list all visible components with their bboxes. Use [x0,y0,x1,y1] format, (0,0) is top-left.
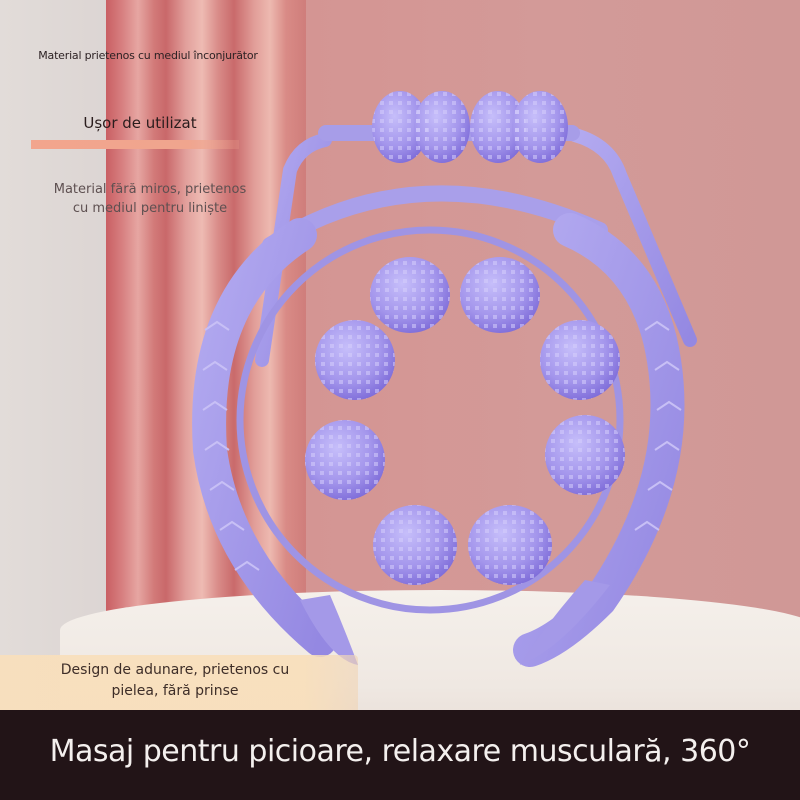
caption-odorless-line1: Material fără miros, prietenos [53,182,247,197]
banner-headline: Masaj pentru picioare, relaxare muscular… [49,733,751,769]
caption-design-background [0,655,358,710]
caption-design: Design de adunare, prietenos cu pielea, … [20,660,330,702]
caption-odorless-line2: cu mediul pentru liniște [72,201,228,216]
caption-easy-to-use: Ușor de utilizat [83,114,197,132]
caption-eco-material: Material prietenos cu mediul înconjurăto… [38,49,258,62]
caption-underline-bar [31,140,239,149]
bottom-banner: Masaj pentru picioare, relaxare muscular… [0,710,800,800]
caption-design-line2: pielea, fără prinse [111,683,239,699]
caption-odorless: Material fără miros, prietenos cu mediul… [20,180,280,218]
caption-design-line1: Design de adunare, prietenos cu [60,662,290,678]
